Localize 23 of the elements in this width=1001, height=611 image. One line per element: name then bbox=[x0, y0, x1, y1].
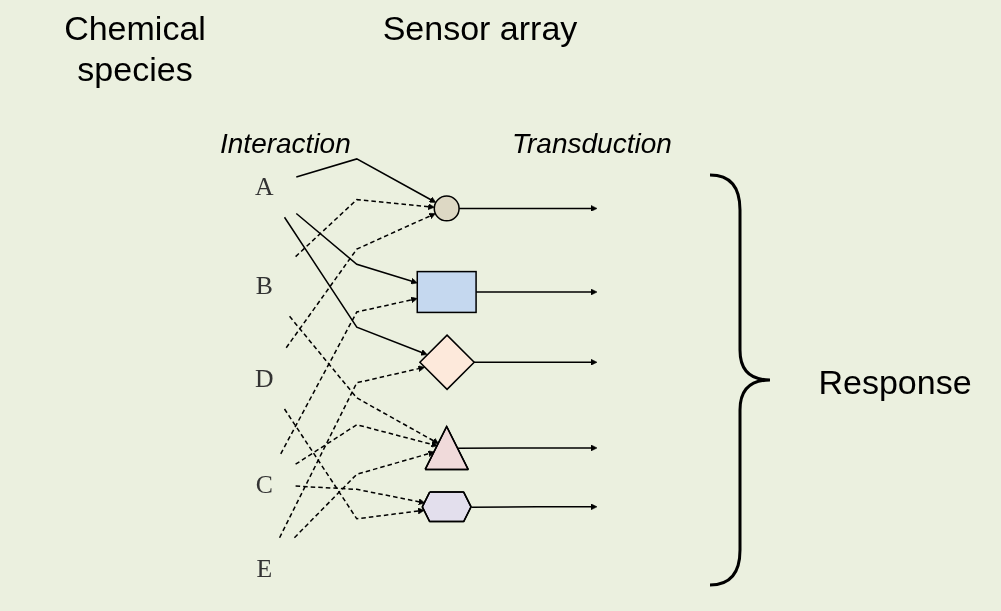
node-text: B bbox=[255, 271, 273, 300]
arrow bbox=[457, 444, 598, 452]
arrow bbox=[470, 503, 598, 511]
node-text: E bbox=[256, 554, 273, 583]
arrow bbox=[294, 198, 435, 258]
node-text: C bbox=[255, 470, 273, 499]
arrow bbox=[280, 296, 418, 455]
arrow bbox=[283, 408, 425, 520]
arrow bbox=[294, 423, 438, 465]
arrow bbox=[473, 358, 598, 366]
node-text: A bbox=[255, 172, 274, 201]
arrow bbox=[278, 365, 425, 539]
node-text: D bbox=[255, 364, 274, 393]
heading-label: Response bbox=[817, 362, 973, 403]
heading-label: Sensor array bbox=[381, 8, 579, 49]
heading-label: Chemical species bbox=[63, 8, 207, 90]
arrow bbox=[293, 450, 435, 539]
column-label: Interaction bbox=[220, 128, 352, 160]
column-label: Transduction bbox=[512, 128, 673, 160]
arrow bbox=[288, 315, 439, 444]
arrow bbox=[295, 212, 418, 285]
arrow bbox=[295, 158, 437, 203]
arrow bbox=[294, 485, 426, 505]
